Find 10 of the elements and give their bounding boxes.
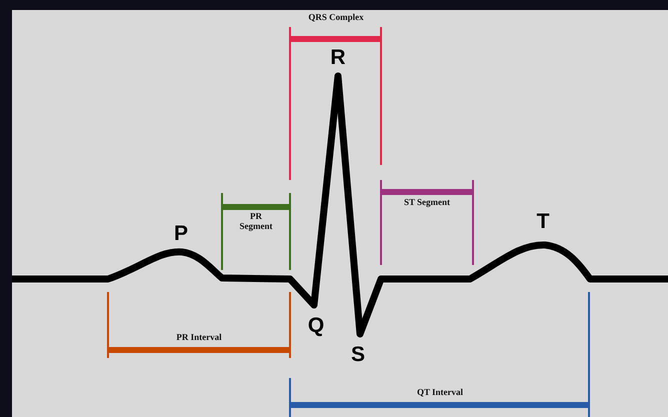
interval-label: PR Segment: [238, 211, 274, 231]
interval-label: QRS Complex: [307, 12, 365, 22]
wave-label: R: [330, 46, 346, 70]
interval-label: ST Segment: [402, 197, 452, 207]
wave-label: Q: [308, 314, 324, 338]
interval-label: QT Interval: [416, 387, 464, 397]
interval-label: PR Interval: [176, 332, 222, 342]
wave-label: T: [536, 210, 550, 234]
wave-label: S: [351, 343, 365, 367]
wave-label: P: [174, 222, 188, 246]
